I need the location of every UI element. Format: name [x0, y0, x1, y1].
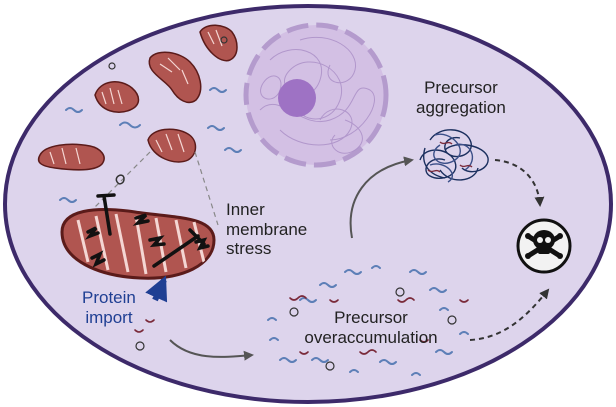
label-precursor-aggregation: Precursor aggregation [416, 78, 506, 117]
mitochondrion-zoom [60, 174, 216, 280]
arrow-overaccumulation-to-death [469, 288, 550, 341]
label-line: import [85, 307, 133, 327]
label-line: Precursor [334, 308, 408, 327]
protein-import-arrow [145, 275, 168, 303]
label-line: membrane [226, 219, 308, 239]
arrow-to-aggregation [349, 156, 414, 239]
label-line: aggregation [416, 97, 506, 117]
label-line: Inner [226, 200, 265, 219]
label-line: Precursor [424, 78, 498, 97]
nucleolus [278, 79, 316, 117]
label-line: stress [226, 239, 272, 259]
label-precursor-overaccumulation: Precursor overaccumulation [296, 308, 446, 347]
cell-membrane [3, 4, 613, 404]
precursor-aggregate [419, 129, 489, 183]
nucleus [243, 22, 389, 168]
arrow-to-overaccumulation [169, 339, 254, 361]
label-inner-membrane-stress: Inner membrane stress [226, 200, 307, 259]
label-line: Protein [82, 288, 136, 307]
precursor-squiggles [59, 87, 469, 376]
skull-icon [516, 218, 572, 274]
label-protein-import: Protein import [82, 288, 136, 327]
label-line: overaccumulation [304, 327, 438, 347]
